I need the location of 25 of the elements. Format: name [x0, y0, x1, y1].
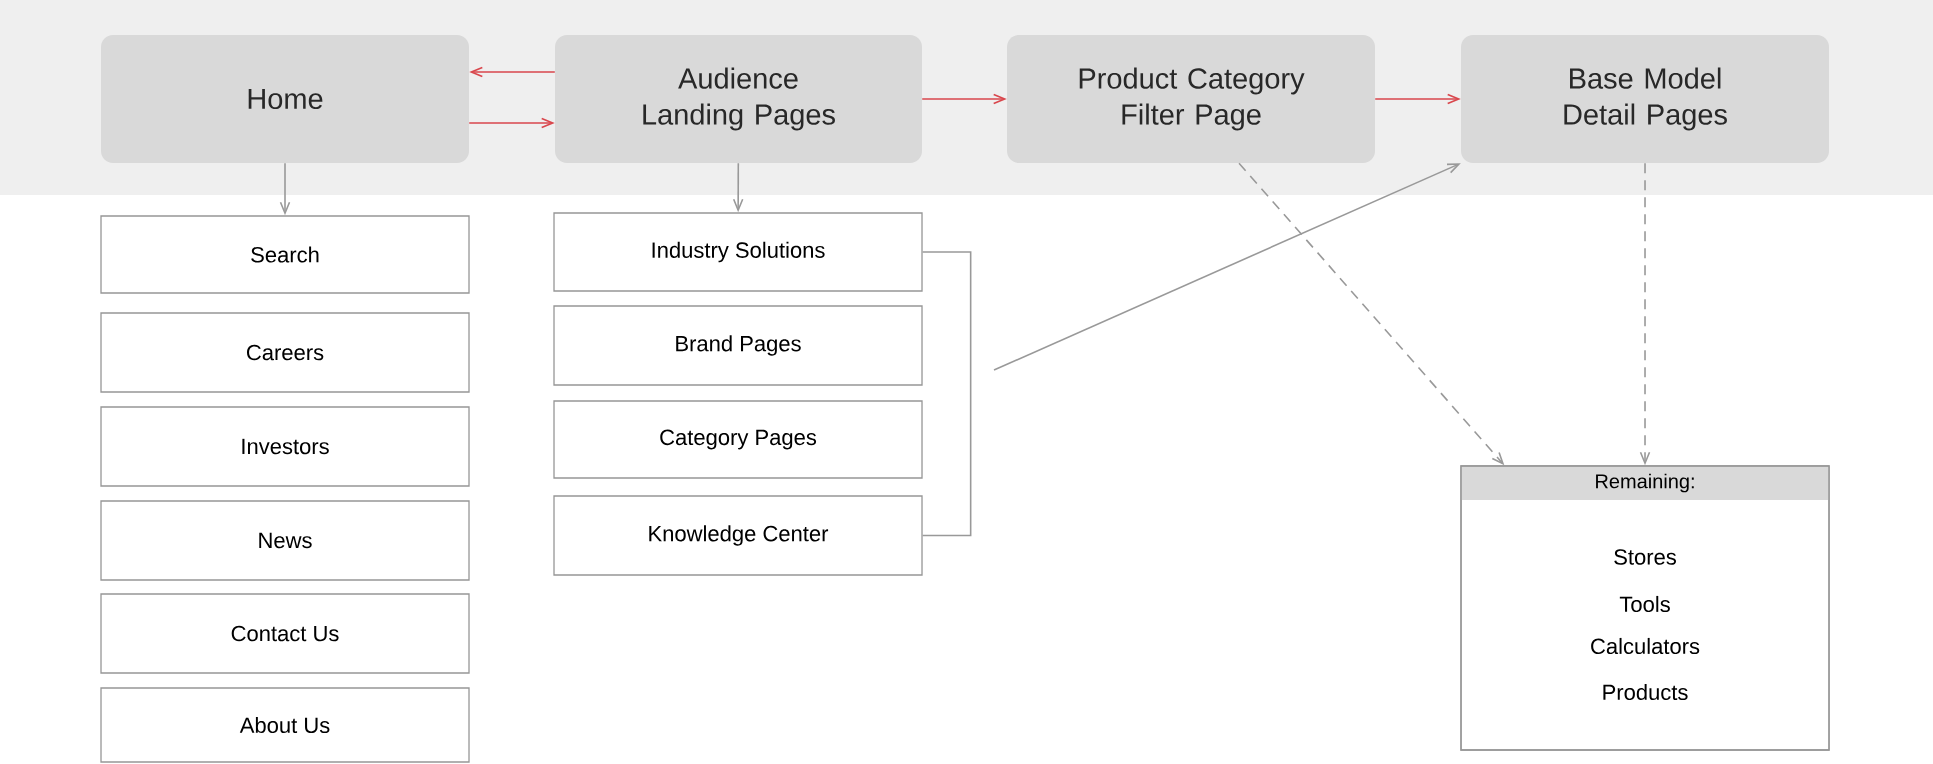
- bracket: [921, 251, 972, 537]
- page-box: Knowledge Center: [553, 495, 923, 576]
- list-box: Remaining: Stores Tools Calculators Products: [1460, 465, 1830, 751]
- page-box: Search: [100, 215, 470, 294]
- arrow: [993, 163, 1461, 371]
- page-box: Audience Landing Pages: [555, 35, 922, 163]
- page-box: Contact Us: [100, 593, 470, 674]
- page-box: Industry Solutions: [553, 212, 923, 292]
- arrow: [279, 162, 291, 216]
- arrow: [732, 162, 744, 213]
- page-box: Home: [101, 35, 469, 163]
- arrow: [921, 93, 1007, 105]
- page-box: About Us: [100, 687, 470, 763]
- page-box: News: [100, 500, 470, 581]
- page-box: Category Pages: [553, 400, 923, 479]
- arrow: [1374, 93, 1461, 105]
- arrow: [468, 117, 555, 129]
- arrow: [1238, 162, 1505, 466]
- page-box: Brand Pages: [553, 305, 923, 386]
- page-box: Product Category Filter Page: [1007, 35, 1375, 163]
- page-box: Investors: [100, 406, 470, 487]
- page-box: Base Model Detail Pages: [1461, 35, 1829, 163]
- arrow: [469, 66, 556, 78]
- arrow: [1639, 162, 1651, 466]
- page-box: Careers: [100, 312, 470, 393]
